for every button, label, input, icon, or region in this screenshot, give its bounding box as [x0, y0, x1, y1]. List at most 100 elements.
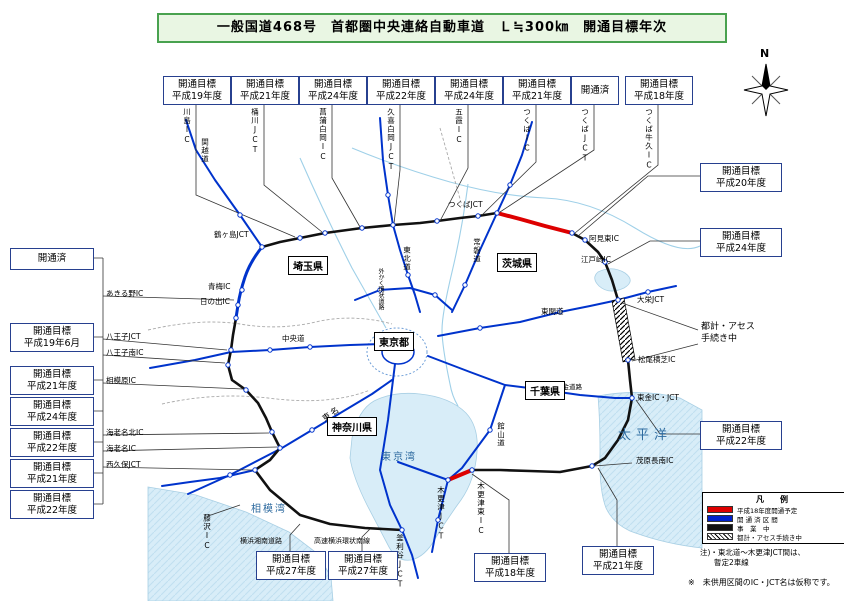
legend-item-procedure: 都計・アセス手続き中 — [707, 532, 841, 542]
target-label: 開通目標 — [32, 492, 71, 504]
water-tokyo-bay — [349, 392, 478, 561]
target-label: 開通目標 — [449, 78, 488, 90]
target-label: 開通目標 — [343, 553, 382, 565]
map-label-kisarazu-jct: 木更津JCT — [436, 486, 446, 542]
target-label: 開通目標 — [598, 548, 637, 560]
target-label: 開通目標 — [271, 553, 310, 565]
map-label-tsukuba-jct: つくばJCT — [448, 200, 483, 209]
target-year: 平成21年度 — [26, 380, 78, 392]
page-title: 一般国道468号 首都圏中央連絡自動車道 Ｌ≒300㎞ 開通目標年次 — [157, 13, 727, 43]
target-box-tsukuba-ushiku: 開通目標 平成18年度 — [625, 76, 693, 105]
target-box-h24-east: 開通目標 平成24年度 — [700, 228, 782, 257]
map-label-kamariya-jct: 釜利谷JCT — [395, 534, 405, 590]
target-label: 開通目標 — [517, 78, 556, 90]
target-label: 開通目標 — [639, 78, 678, 90]
procedure-note-line1: 都計・アセス — [701, 322, 755, 332]
map-label-yokohama-shonan-road: 横浜湘南道路 — [240, 537, 282, 545]
pref-box-chiba: 千葉県 — [525, 381, 565, 400]
map-label-taiei-jct: 大栄JCT — [637, 295, 665, 304]
target-year: 平成22年度 — [715, 435, 767, 447]
target-box-mobara-h21: 開通目標 平成21年度 — [582, 546, 654, 575]
target-box-yokohama-shonan: 開通目標 平成27年度 — [256, 551, 326, 580]
ring-planned-coast — [253, 468, 404, 532]
legend-label: 開 通 済 区 間 — [737, 515, 778, 524]
target-year: 平成24年度 — [715, 242, 767, 254]
procedure-note-line2: 手続き中 — [701, 334, 738, 344]
river-lines — [299, 147, 701, 407]
label-road-tateyama: 館山道 — [496, 422, 506, 448]
pref-box-kanagawa: 神奈川県 — [327, 417, 377, 436]
map-label-matsuo-yokoshiba-ic: 松尾横芝IC — [638, 355, 676, 364]
target-box-sagamihara: 開通目標 平成24年度 — [10, 397, 94, 426]
opened-box-west: 開通済 — [10, 248, 94, 270]
target-year: 平成20年度 — [715, 177, 767, 189]
target-box-kawajima: 開通目標 平成19年度 — [163, 76, 231, 105]
ring-open-west — [234, 245, 264, 320]
road-keiyo-tateyama-line — [427, 355, 506, 553]
target-year: 平成22年度 — [375, 90, 427, 102]
vlabel-tsukuba-ushiku-ic: つくば牛久IC — [644, 108, 654, 171]
legend-title: 凡 例 — [756, 495, 792, 504]
label-sagami-bay: 相模湾 — [251, 504, 287, 515]
road-tohoku-line — [379, 117, 421, 313]
label-road-kanto: 東関道 — [541, 307, 564, 316]
label-akiruno-ic: あきる野IC — [106, 289, 144, 298]
label-hachioji-minami-ic: 八王子南IC — [106, 348, 144, 357]
road-shinshonan-line — [161, 469, 256, 487]
map-label-mobara-chonan-ic: 茂原長南IC — [636, 456, 674, 465]
target-label: 開通目標 — [245, 78, 284, 90]
compass-rose-icon — [743, 63, 789, 117]
label-road-chuo: 中央道 — [282, 334, 305, 343]
target-box-kuki-shiraoka: 開通目標 平成22年度 — [367, 76, 435, 105]
target-year: 平成19年度 — [171, 90, 223, 102]
tokyo-dotted-ring — [366, 327, 428, 377]
road-yokoyoko-line — [401, 529, 419, 579]
target-label: 開通目標 — [32, 368, 71, 380]
target-box-kisarazu-h18: 開通目標 平成18年度 — [474, 553, 546, 582]
target-label: 開通目標 — [32, 325, 71, 337]
label-sagamihara-ic: 相模原IC — [106, 376, 136, 385]
target-box-shobu-shiraoka: 開通目標 平成24年度 — [299, 76, 367, 105]
target-year: 平成27年度 — [337, 565, 389, 577]
target-box-nishikubo: 開通目標 平成22年度 — [10, 490, 94, 519]
label-road-tohoku: 東北道 — [402, 246, 412, 272]
vlabel-tsukuba-jct: つくばJCT — [580, 108, 590, 164]
target-year: 平成21年度 — [511, 90, 563, 102]
target-year: 平成24年度 — [443, 90, 495, 102]
note-tentative-names: ※ 未供用区間のIC・JCT名は仮称です。 — [688, 578, 835, 587]
ring-planned-east — [470, 358, 634, 474]
ic-dots — [225, 182, 651, 533]
target-label: 開通目標 — [313, 78, 352, 90]
legend-label: 平成18年度開通予定 — [737, 506, 798, 515]
legend-label: 事 業 中 — [737, 524, 770, 533]
target-year: 平成18年度 — [633, 90, 685, 102]
road-kanetsu-line — [185, 119, 263, 248]
label-ebina-kita-ic: 海老名北IC — [106, 428, 144, 437]
vlabel-kuki-shiraoka-jct: 久喜白岡JCT — [386, 108, 396, 172]
note-lane-line1: 注)・東北道～木更津JCT間は、 — [700, 548, 805, 557]
pref-box-saitama: 埼玉県 — [288, 256, 328, 275]
target-box-ebina: 開通目標 平成21年度 — [10, 459, 94, 488]
opened-label: 開通済 — [580, 84, 610, 96]
vlabel-kawajima-ic: 川島IC — [182, 108, 192, 145]
legend-item-underway: 事 業 中 — [707, 523, 841, 533]
legend-swatch-h18-red — [707, 506, 733, 513]
map-label-yokohama-kanjo-minami: 高速横浜環状南線 — [314, 537, 370, 545]
map-label-ami-higashi-ic: 阿見東IC — [589, 234, 619, 243]
legend-swatch-opened-blue — [707, 515, 733, 522]
label-nishikubo-jct: 西久保JCT — [106, 460, 141, 469]
target-label: 開通目標 — [32, 399, 71, 411]
legend-label: 都計・アセス手続き中 — [737, 533, 802, 542]
road-aqualine — [397, 461, 449, 481]
target-year: 平成18年度 — [484, 567, 536, 579]
target-box-goka: 開通目標 平成24年度 — [435, 76, 503, 105]
target-label: 開通目標 — [721, 230, 760, 242]
map-label-togane-ic-jct: 東金IC・JCT — [637, 393, 679, 402]
ring-procedure-hatched-section — [611, 297, 636, 363]
road-chuo-line — [149, 343, 383, 369]
ring-h18-kisarazu-segment — [446, 468, 474, 482]
target-year: 平成24年度 — [307, 90, 359, 102]
target-year: 平成21年度 — [239, 90, 291, 102]
vlabel-goka-ic: 五霞IC — [454, 108, 464, 145]
